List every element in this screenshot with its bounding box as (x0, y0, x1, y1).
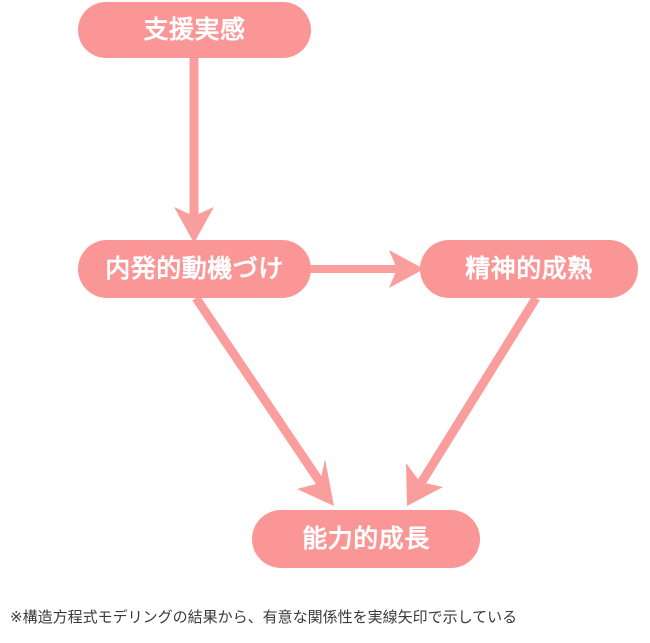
arrowhead-support-to-motivation (174, 207, 214, 243)
edge-maturity-to-growth (406, 295, 540, 506)
edge-support-to-motivation (174, 56, 214, 243)
node-maturity-label: 精神的成熟 (465, 254, 593, 283)
node-support-label: 支援実感 (143, 15, 246, 44)
arrowhead-maturity-to-growth (406, 463, 443, 506)
arrowhead-motivation-to-maturity (389, 250, 424, 288)
node-maturity[interactable]: 精神的成熟 (420, 240, 638, 298)
node-growth-label: 能力的成長 (302, 524, 430, 553)
diagram-caption: ※構造方程式モデリングの結果から、有意な関係性を実線矢印で示している (10, 609, 518, 626)
edge-line-motivation-to-growth (192, 295, 328, 491)
edge-motivation-to-maturity (308, 250, 424, 288)
arrowhead-motivation-to-growth (297, 459, 334, 506)
node-motivation[interactable]: 内発的動機づけ (78, 240, 311, 298)
edge-motivation-to-growth (192, 295, 334, 506)
node-support[interactable]: 支援実感 (78, 2, 311, 58)
edge-line-maturity-to-growth (414, 295, 540, 491)
node-growth[interactable]: 能力的成長 (252, 510, 480, 568)
node-motivation-label: 内発的動機づけ (105, 254, 284, 283)
